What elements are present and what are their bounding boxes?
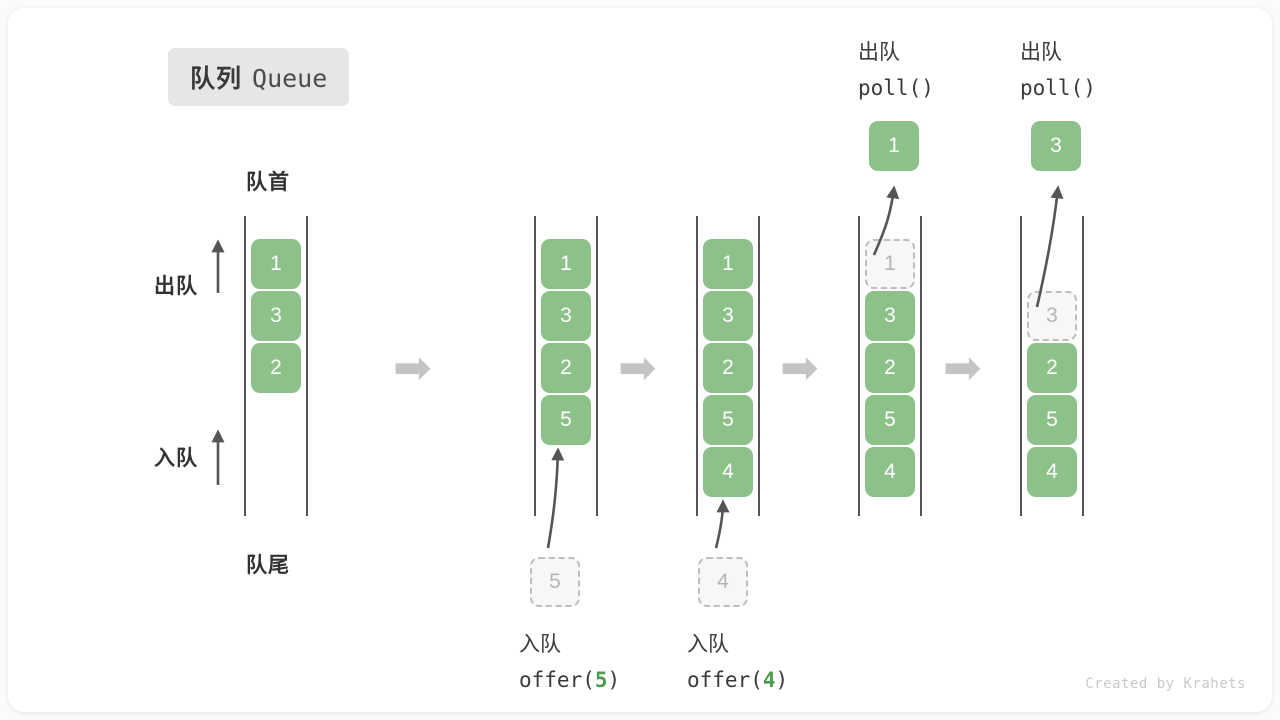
queue-rail-right-2 <box>596 216 598 516</box>
queue-cell: 3 <box>541 291 591 341</box>
title-badge: 队列 Queue <box>168 48 350 106</box>
queue-rail-left-1 <box>244 216 246 516</box>
caption-offer-5: 入队 offer(5) <box>519 628 620 697</box>
curved-arrow-offer-4-icon <box>714 499 730 549</box>
queue-cell: 3 <box>703 291 753 341</box>
caption-poll-3-code: poll() <box>1020 75 1096 100</box>
polled-value-cell: 1 <box>869 121 919 171</box>
diagram-card: 队列 Queue 队首 队尾 出队 入队 1 3 2 ➡ 1 3 2 5 5 入… <box>8 8 1272 712</box>
caption-offer-4-code: offer(4) <box>687 667 789 692</box>
step-arrow-icon: ➡ <box>943 340 982 394</box>
caption-poll-1-code: poll() <box>858 75 934 100</box>
caption-poll-3: 出队 poll() <box>1020 36 1096 105</box>
title-en: Queue <box>252 64 328 93</box>
caption-poll-1-cn: 出队 <box>858 41 900 64</box>
queue-rail-left-5 <box>1020 216 1022 516</box>
queue-rail-right-4 <box>920 216 922 516</box>
queue-rail-left-4 <box>858 216 860 516</box>
incoming-ghost-cell: 5 <box>530 557 580 607</box>
caption-offer-5-code: offer(5) <box>519 667 621 692</box>
queue-rail-left-2 <box>534 216 536 516</box>
queue-cell: 2 <box>541 343 591 393</box>
queue-cell: 5 <box>865 395 915 445</box>
label-dequeue-side: 出队 <box>154 275 198 298</box>
label-enqueue-side: 入队 <box>154 447 198 470</box>
incoming-ghost-cell: 4 <box>698 557 748 607</box>
credit-text: Created by Krahets <box>1085 676 1246 692</box>
queue-cell: 2 <box>1027 343 1077 393</box>
curved-arrow-offer-5-icon <box>546 447 565 549</box>
step-arrow-icon: ➡ <box>393 340 432 394</box>
queue-rail-right-1 <box>306 216 308 516</box>
queue-cell: 5 <box>703 395 753 445</box>
label-queue-front: 队首 <box>246 171 290 194</box>
queue-cell-removed: 3 <box>1027 291 1077 341</box>
queue-cell-removed: 1 <box>865 239 915 289</box>
queue-cell: 4 <box>865 447 915 497</box>
caption-offer-5-cn: 入队 <box>519 633 561 656</box>
queue-cell: 1 <box>251 239 301 289</box>
queue-cell: 5 <box>541 395 591 445</box>
label-queue-rear: 队尾 <box>246 554 290 577</box>
queue-cell: 2 <box>703 343 753 393</box>
queue-rail-right-5 <box>1082 216 1084 516</box>
step-arrow-icon: ➡ <box>618 340 657 394</box>
caption-offer-4-cn: 入队 <box>687 633 729 656</box>
queue-cell: 1 <box>541 239 591 289</box>
curved-arrow-poll-3-icon <box>1035 185 1064 308</box>
step-arrow-icon: ➡ <box>780 340 819 394</box>
caption-offer-4: 入队 offer(4) <box>687 628 788 697</box>
caption-poll-1: 出队 poll() <box>858 36 934 105</box>
queue-rail-left-3 <box>696 216 698 516</box>
polled-value-cell: 3 <box>1031 121 1081 171</box>
queue-cell: 2 <box>251 343 301 393</box>
queue-cell: 4 <box>1027 447 1077 497</box>
queue-rail-right-3 <box>758 216 760 516</box>
queue-cell: 5 <box>1027 395 1077 445</box>
queue-cell: 2 <box>865 343 915 393</box>
queue-cell: 4 <box>703 447 753 497</box>
queue-cell: 1 <box>703 239 753 289</box>
caption-poll-3-cn: 出队 <box>1020 41 1062 64</box>
queue-cell: 3 <box>865 291 915 341</box>
title-cn: 队列 <box>190 65 243 93</box>
queue-cell: 3 <box>251 291 301 341</box>
